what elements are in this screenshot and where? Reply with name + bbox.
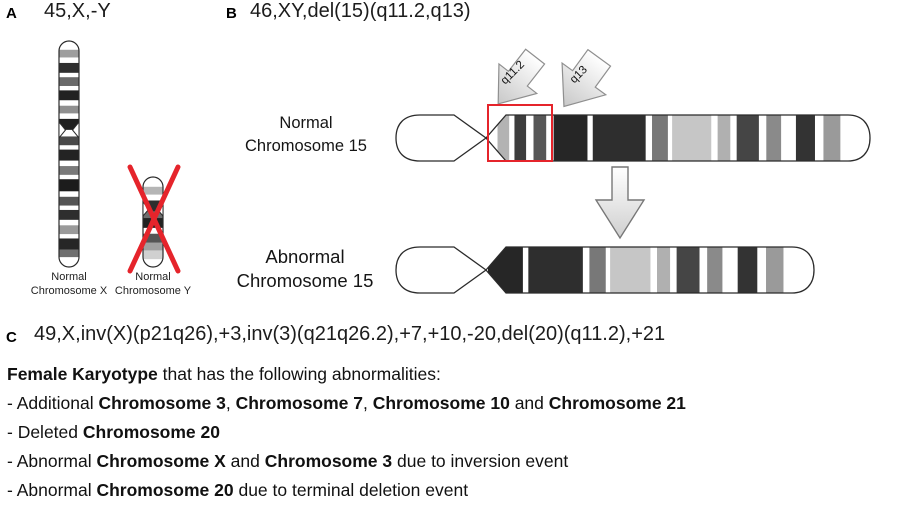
panel-c-label: C	[6, 329, 17, 346]
centromere-notch	[58, 120, 67, 140]
abnormal-chromosome-15-ideogram	[395, 246, 815, 294]
caption-chromosome-y: Normal Chromosome Y	[101, 271, 205, 298]
arrow-shape	[594, 166, 646, 240]
centromere-notch	[71, 120, 80, 140]
panel-a-karyotype: 45,X,-Y	[44, 0, 111, 22]
normal-chromosome-15-ideogram	[395, 114, 871, 162]
region-arrow-q13: q13	[561, 48, 612, 108]
abnormality-line: - Abnormal Chromosome X and Chromosome 3…	[7, 451, 569, 471]
label-abnormal-chromosome-15: Abnormal Chromosome 15	[217, 245, 393, 293]
cross-line	[127, 164, 181, 274]
panel-b-label: B	[226, 5, 237, 22]
p-arm	[395, 114, 488, 162]
chromosome-x-ideogram	[58, 40, 80, 268]
abnormality-line: - Deleted Chromosome 20	[7, 422, 220, 442]
label-line: Chromosome 15	[245, 137, 367, 155]
caption-line: Chromosome Y	[114, 284, 192, 297]
panel-a-label: A	[6, 5, 17, 22]
q-arm-outline	[485, 114, 871, 162]
panel-c-karyotype: 49,X,inv(X)(p21q26),+3,inv(3)(q21q26.2),…	[34, 323, 666, 345]
q-arm-bands	[488, 247, 814, 293]
chromosome-x-bands	[59, 41, 79, 267]
red-cross-mark	[127, 164, 181, 274]
abnormality-line: - Abnormal Chromosome 20 due to terminal…	[7, 480, 469, 500]
caption-line: Normal	[51, 271, 87, 283]
caption-line: Normal	[135, 271, 171, 283]
panel-b-karyotype: 46,XY,del(15)(q11.2,q13)	[250, 0, 471, 22]
caption-line: Chromosome X	[30, 284, 108, 297]
label-line: Abnormal	[265, 246, 345, 267]
chromosome-x-outline	[58, 40, 80, 268]
abnormality-description: Female Karyotype that has the following …	[7, 360, 893, 505]
arrow-shape	[561, 48, 612, 108]
deleted-region-highlight-box	[487, 104, 553, 162]
label-line: Chromosome 15	[236, 270, 374, 291]
q-arm-bands	[488, 115, 870, 161]
label-normal-chromosome-15: Normal Chromosome 15	[228, 112, 384, 158]
abnormality-line: - Additional Chromosome 3, Chromosome 7,…	[7, 393, 686, 413]
region-arrow-q11-2: q11.2	[497, 48, 546, 105]
caption-chromosome-x: Normal Chromosome X	[14, 271, 124, 298]
description-intro: Female Karyotype that has the following …	[7, 364, 441, 384]
down-arrow-icon	[594, 166, 646, 240]
p-arm	[395, 246, 488, 294]
arrow-shape	[497, 48, 546, 105]
q-arm-outline	[485, 246, 815, 294]
label-line: Normal	[279, 114, 333, 132]
chromosome-y-outline	[142, 176, 164, 268]
